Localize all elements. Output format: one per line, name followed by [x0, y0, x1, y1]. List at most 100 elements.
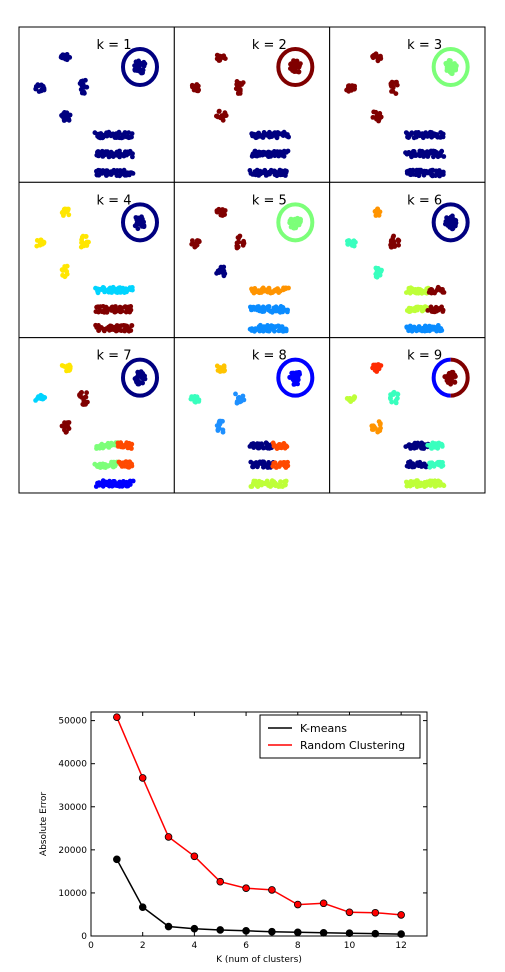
ring-center-cluster	[292, 64, 298, 70]
ring-center-cluster	[288, 61, 293, 67]
bar-cluster	[284, 168, 289, 174]
data-point	[216, 877, 225, 886]
bar-cluster	[107, 478, 112, 484]
bar-cluster	[439, 444, 445, 449]
blob-cluster	[346, 88, 352, 94]
blob-cluster	[79, 83, 85, 88]
bar-cluster	[130, 154, 135, 160]
data-point	[293, 900, 302, 909]
ring-center-cluster	[136, 381, 142, 387]
bar-cluster	[440, 169, 446, 175]
blob-cluster	[389, 244, 395, 250]
cluster-panel-1: k = 1	[18, 26, 175, 183]
blob-cluster	[389, 392, 395, 398]
blob-cluster	[393, 400, 399, 406]
blob-cluster	[373, 213, 379, 218]
ring-center-cluster	[446, 216, 452, 221]
ring-center-cluster	[292, 372, 297, 377]
blob-cluster	[240, 393, 246, 399]
blob-cluster	[217, 57, 223, 63]
blob-cluster	[376, 366, 382, 372]
ring-cluster	[121, 202, 159, 243]
bar-cluster	[274, 135, 280, 141]
bar-cluster	[283, 327, 289, 332]
ring-center-cluster	[294, 220, 300, 226]
blob-cluster	[395, 391, 401, 397]
blob-cluster	[376, 428, 382, 433]
blob-cluster	[370, 115, 376, 120]
series-line-kmeans	[116, 858, 402, 935]
y-tick-label: 0	[81, 932, 87, 942]
x-axis-label: K (num of clusters)	[216, 955, 302, 965]
ring-cluster	[450, 357, 470, 398]
data-point	[138, 903, 147, 911]
blob-cluster	[395, 395, 400, 401]
panel-title: k = 6	[407, 193, 442, 208]
x-tick-label: 6	[243, 941, 249, 951]
panel-title: k = 1	[97, 38, 132, 53]
panel-title: k = 4	[97, 193, 132, 208]
ring-center-cluster	[290, 68, 295, 73]
bar-cluster	[423, 130, 429, 136]
cluster-panel-6: k = 6	[329, 181, 486, 339]
cluster-panel-5: k = 5	[173, 181, 331, 339]
blob-cluster	[218, 366, 224, 372]
ring-cluster	[121, 47, 159, 87]
bar-cluster	[440, 463, 446, 468]
ring-center-cluster	[296, 370, 302, 375]
ring-center-cluster	[449, 218, 455, 224]
blob-cluster	[396, 238, 401, 244]
blob-cluster	[217, 53, 223, 59]
y-axis-label: Absolute Error	[39, 792, 49, 856]
blob-cluster	[373, 265, 379, 271]
blob-cluster	[235, 235, 241, 241]
blob-cluster	[221, 273, 227, 279]
blob-cluster	[391, 233, 396, 239]
ring-center-cluster	[136, 61, 142, 66]
bar-cluster	[285, 459, 290, 465]
ring-cluster	[431, 357, 451, 398]
bar-cluster	[440, 307, 446, 313]
bar-cluster	[124, 289, 129, 295]
blob-cluster	[62, 425, 67, 430]
ring-center-cluster	[443, 221, 448, 227]
data-point	[164, 833, 173, 841]
blob-cluster	[376, 118, 381, 124]
blob-cluster	[221, 363, 227, 369]
ring-center-cluster	[296, 64, 302, 70]
ring-center-cluster	[449, 71, 455, 77]
blob-cluster	[371, 362, 376, 368]
ring-center-cluster	[452, 379, 458, 385]
blob-cluster	[234, 243, 240, 249]
blob-cluster	[79, 237, 84, 243]
blob-cluster	[196, 239, 202, 245]
bar-cluster	[285, 307, 290, 313]
blob-cluster	[86, 239, 91, 245]
bar-cluster	[286, 134, 291, 140]
blob-cluster	[83, 394, 88, 400]
blob-cluster	[196, 87, 202, 93]
bar-cluster	[122, 130, 128, 135]
ring-center-cluster	[444, 61, 450, 66]
ring-center-cluster	[442, 374, 448, 379]
x-tick-label: 10	[344, 941, 356, 951]
bar-cluster	[266, 304, 272, 309]
ring-cluster	[276, 202, 315, 243]
bar-cluster	[409, 130, 415, 136]
bar-cluster	[410, 167, 416, 173]
blob-cluster	[373, 109, 379, 115]
blob-cluster	[214, 270, 220, 276]
bar-cluster	[285, 463, 291, 469]
cluster-panel-8: k = 8	[173, 337, 331, 494]
panel-title: k = 9	[407, 349, 442, 364]
cluster-panel-7: k = 7	[18, 337, 175, 494]
blob-cluster	[388, 396, 393, 402]
data-point	[397, 930, 405, 938]
bar-cluster	[441, 483, 447, 489]
blob-cluster	[396, 242, 401, 248]
bar-cluster	[279, 324, 285, 329]
blob-cluster	[65, 114, 70, 120]
blob-cluster	[221, 268, 227, 274]
blob-cluster	[241, 397, 247, 403]
